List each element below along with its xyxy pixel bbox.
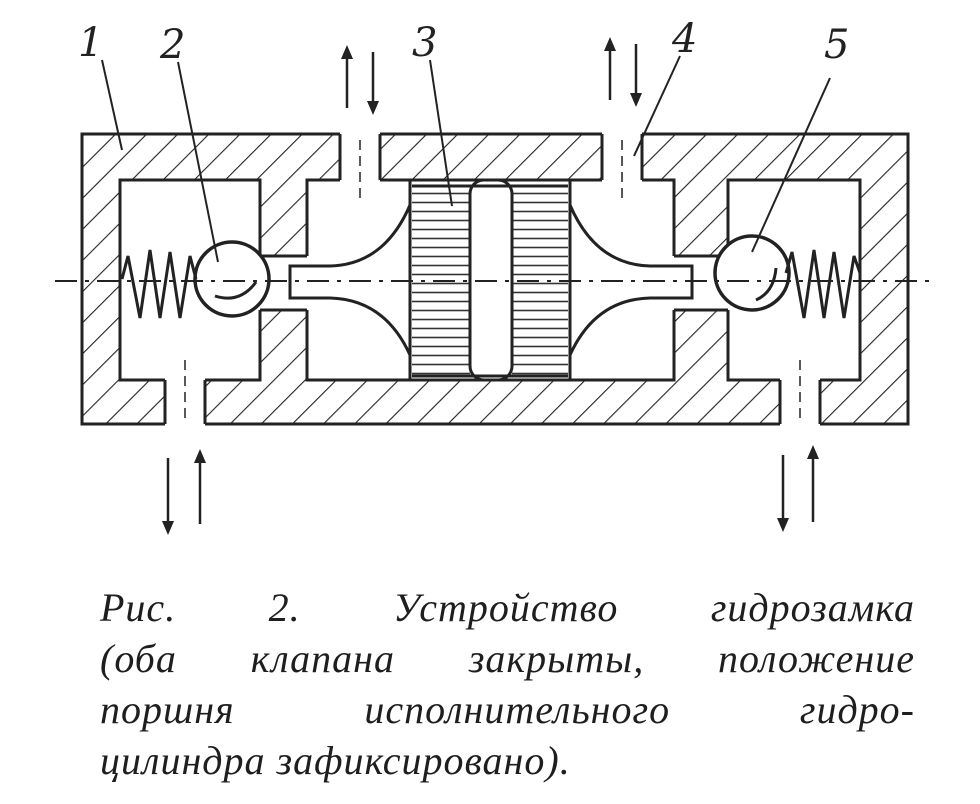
hydraulic-lock-diagram: 1 2 3 4 5: [55, 16, 930, 535]
caption-line-3: поршня исполнительного гидро-: [100, 687, 915, 732]
caption-line-1: Рис. 2. Устройство гидрозамка: [100, 585, 915, 630]
label-4: 4: [671, 16, 697, 62]
ball-2: [193, 240, 271, 318]
flow-arrows: [162, 37, 819, 535]
figure-caption: Рис. 2. Устройство гидрозамка (оба клапа…: [100, 582, 915, 786]
spring-left: [120, 249, 198, 319]
label-5: 5: [824, 22, 849, 68]
ball-5: [713, 234, 791, 312]
caption-line-4: цилиндра зафиксировано).: [100, 738, 571, 783]
label-2: 2: [159, 22, 185, 68]
springs: [120, 249, 862, 319]
label-3: 3: [412, 20, 437, 66]
caption-line-2: (оба клапана закрыты, положение: [100, 636, 915, 681]
spring-right: [784, 249, 862, 319]
label-1: 1: [78, 20, 103, 66]
balls: [193, 234, 791, 318]
leader-lines: [101, 55, 831, 263]
